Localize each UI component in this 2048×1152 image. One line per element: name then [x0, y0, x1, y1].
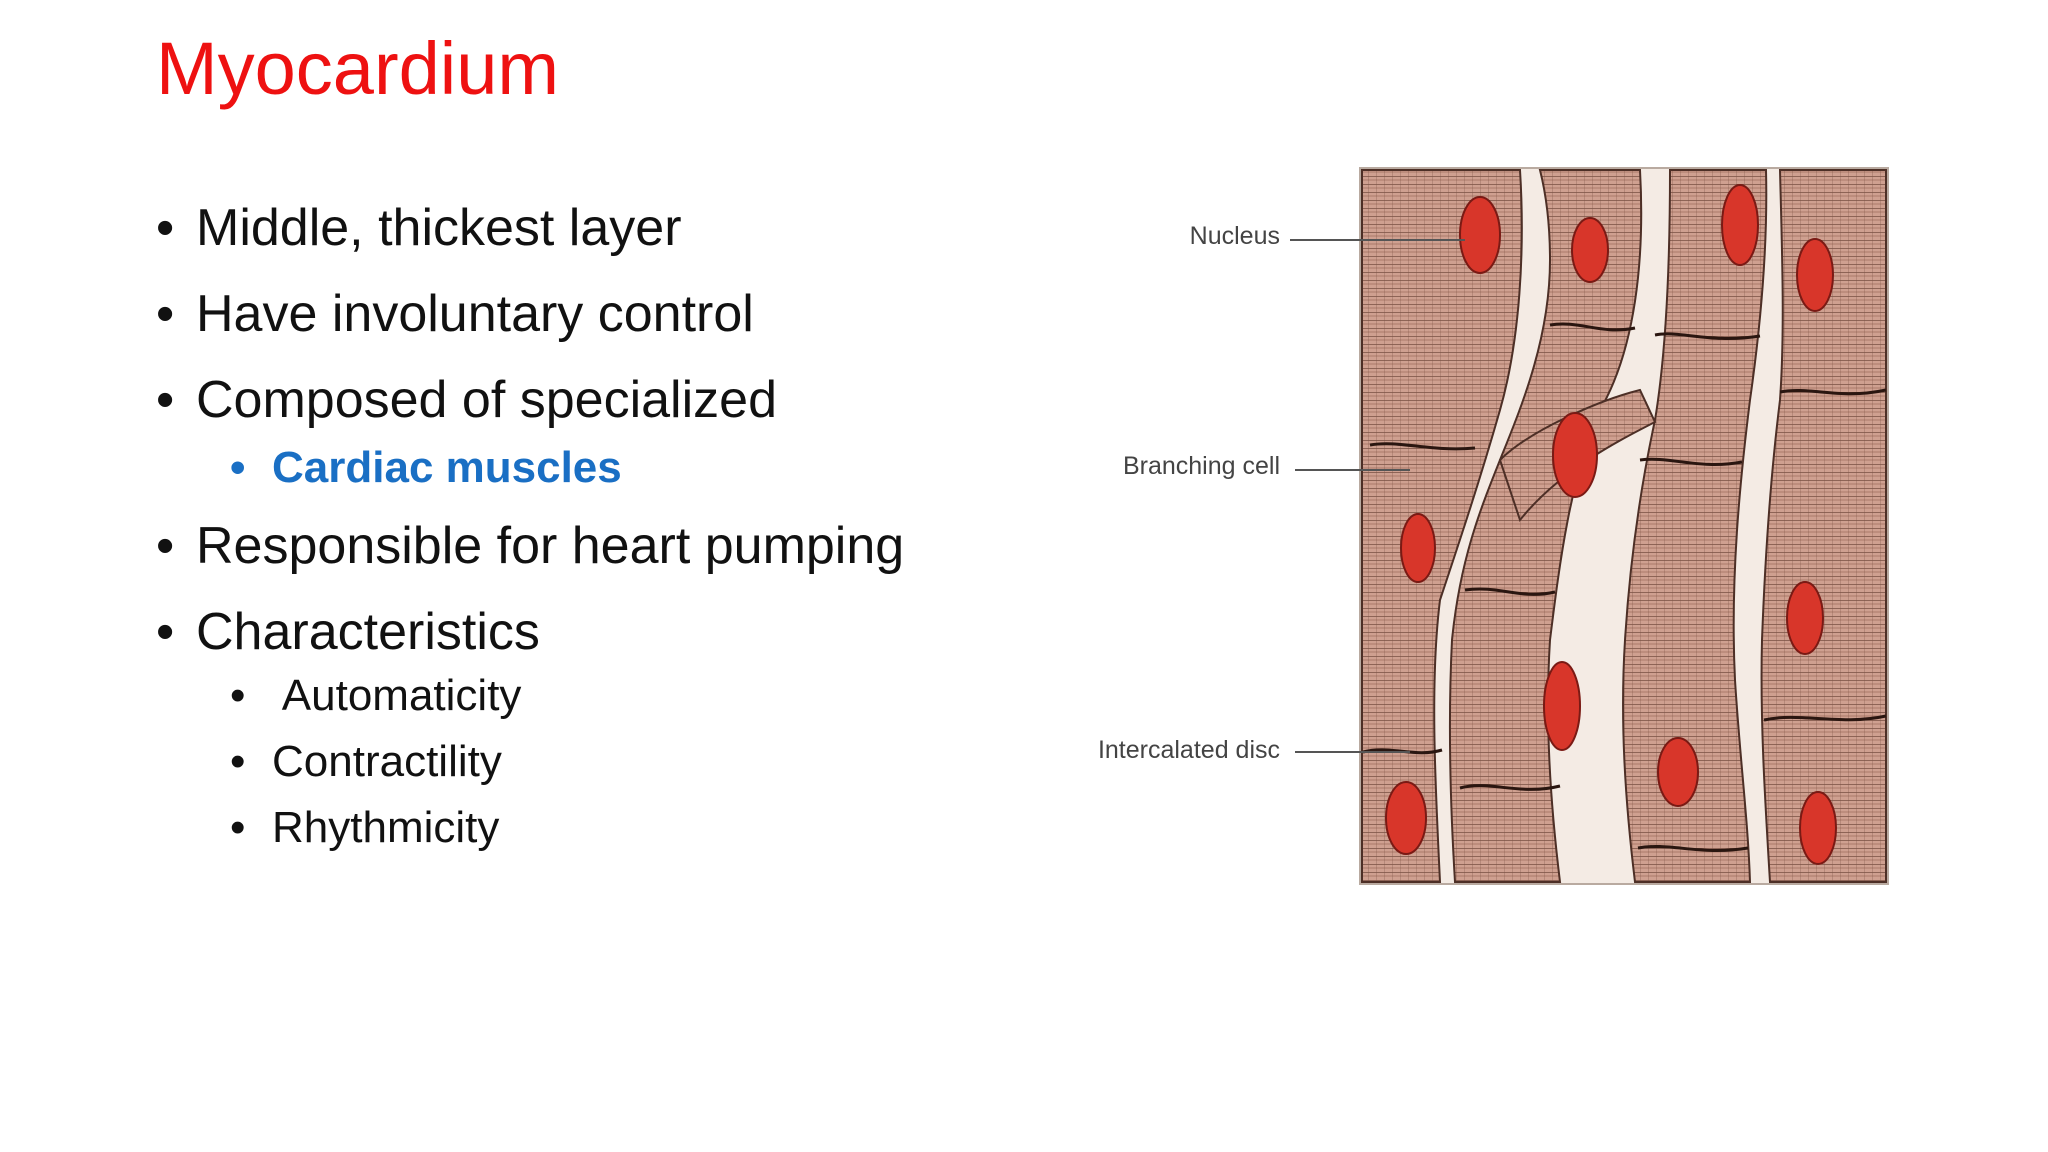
- sub-bullet-item: • Automaticity: [156, 668, 1056, 724]
- intercalated-disc: [1779, 388, 1887, 396]
- nucleus: [1786, 581, 1824, 655]
- bullet-dot: •: [230, 803, 246, 852]
- intercalated-disc: [1639, 457, 1743, 466]
- bullet-dot: •: [230, 671, 246, 720]
- label-branching-cell: Branching cell: [1122, 452, 1280, 480]
- intercalated-disc: [1654, 332, 1761, 340]
- label-nucleus: Nucleus: [1189, 222, 1280, 250]
- bullet-dot: •: [230, 443, 246, 492]
- muscle-fiber: [1760, 169, 1887, 883]
- intercalated-disc: [1549, 322, 1636, 332]
- nucleus: [1385, 781, 1427, 855]
- leader-lines: [1290, 239, 1465, 753]
- bullet-item: • Have involuntary control: [156, 282, 1056, 346]
- bullet-text: Have involuntary control: [196, 285, 754, 343]
- nucleus: [1459, 196, 1501, 274]
- bullet-dot: •: [156, 371, 175, 429]
- nucleus: [1571, 217, 1609, 283]
- nucleus: [1552, 412, 1598, 498]
- nucleus: [1543, 661, 1581, 751]
- sub-bullet-item: • Cardiac muscles: [156, 440, 1056, 496]
- bullet-item: • Composed of specialized: [156, 368, 1056, 432]
- bullet-text: Contractility: [272, 737, 502, 786]
- intercalated-disc: [1459, 784, 1561, 791]
- bullet-item: • Responsible for heart pumping: [156, 514, 1056, 578]
- bullet-dot: •: [156, 285, 175, 343]
- slide-title: Myocardium: [156, 27, 559, 110]
- bullet-text: Rhythmicity: [272, 803, 500, 852]
- nucleus: [1799, 791, 1837, 865]
- intercalated-disc: [1637, 844, 1749, 852]
- intercalated-disc: [1464, 587, 1556, 596]
- bullet-text: Automaticity: [272, 671, 522, 720]
- intercalated-disc: [1369, 442, 1476, 451]
- label-intercalated-disc: Intercalated disc: [1097, 736, 1280, 764]
- nucleus: [1400, 513, 1436, 583]
- bullet-dot: •: [230, 737, 246, 786]
- bullet-dot: •: [156, 603, 175, 661]
- bullet-dot: •: [156, 517, 175, 575]
- muscle-illustration: [1290, 167, 1889, 885]
- bullet-list: • Middle, thickest layer • Have involuntar…: [156, 196, 1056, 866]
- bullet-text: Responsible for heart pumping: [196, 517, 905, 575]
- bullet-text: Composed of specialized: [196, 371, 777, 429]
- sub-bullet-item: • Rhythmicity: [156, 800, 1056, 856]
- nucleus: [1721, 184, 1759, 266]
- nuclei: [1385, 184, 1837, 865]
- sub-bullet-item: • Contractility: [156, 734, 1056, 790]
- bullet-item: • Characteristics: [156, 600, 1056, 664]
- bullet-text: Middle, thickest layer: [196, 199, 682, 257]
- muscle-fiber: [1361, 169, 1523, 883]
- nucleus: [1657, 737, 1699, 807]
- bullet-text: Cardiac muscles: [272, 443, 622, 492]
- cardiac-muscle-figure: Nucleus Branching cell Intercalated disc: [1080, 160, 1900, 900]
- bullet-item: • Middle, thickest layer: [156, 196, 1056, 260]
- bullet-text: Characteristics: [196, 603, 540, 661]
- bullet-dot: •: [156, 199, 175, 257]
- nucleus: [1796, 238, 1834, 312]
- intercalated-disc: [1763, 714, 1887, 722]
